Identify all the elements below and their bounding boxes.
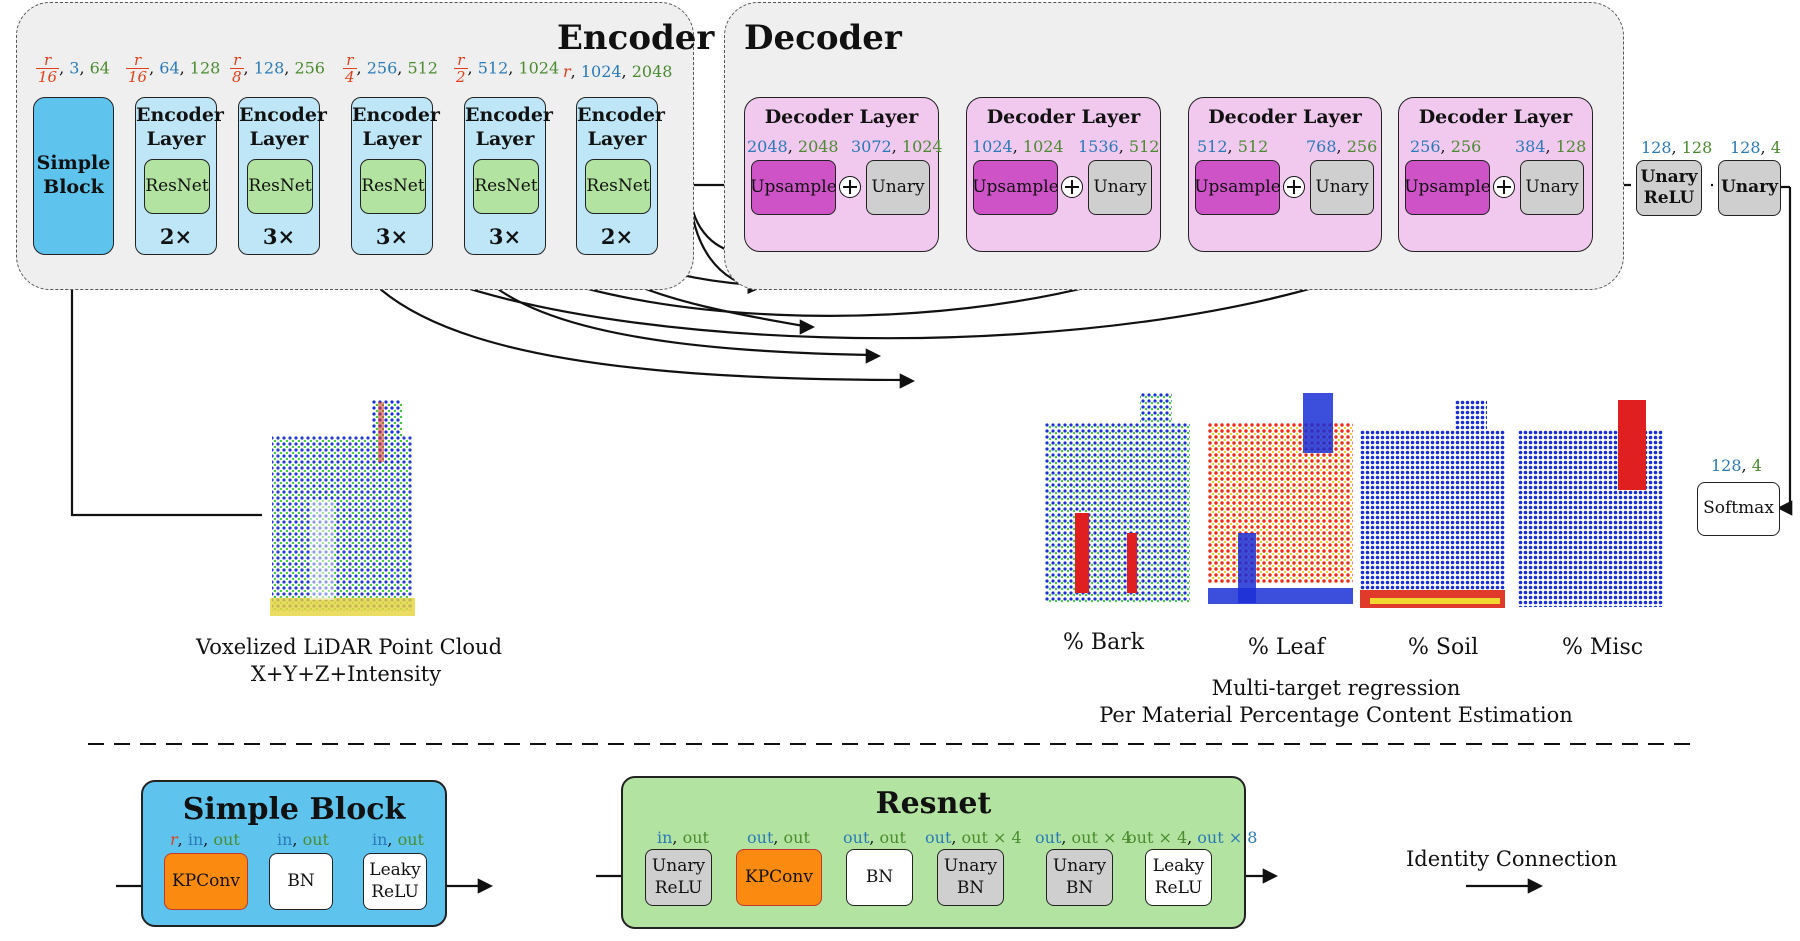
encoder-layer-5-multiplier: 2× — [600, 223, 634, 249]
decoder-layer-2-up-dims: 1024, 1024 — [972, 137, 1064, 156]
legend-kpconv-block: KPConv — [164, 853, 248, 910]
unary-block-2: Unary — [1088, 160, 1152, 215]
unary-block-1: Unary — [866, 160, 930, 215]
encoder-layer-2-multiplier: 3× — [262, 223, 296, 249]
encoder-layer-1-multiplier: 2× — [159, 223, 193, 249]
resnet-block-4: ResNet — [473, 159, 539, 214]
output-soil-cloud — [1360, 400, 1505, 608]
legend-resnet-d4: out, out × 4 — [925, 828, 1022, 847]
decoder-layer-4-up-dims: 256, 256 — [1410, 137, 1482, 156]
output-bark-cloud — [1045, 393, 1190, 603]
output-label-soil: % Soil — [1408, 635, 1479, 660]
upsample-block-3: Upsample — [1194, 160, 1281, 215]
resnet-block-3: ResNet — [360, 159, 426, 214]
decoder-layer-3-up-dims: 512, 512 — [1197, 137, 1269, 156]
resnet-block-5: ResNet — [585, 159, 651, 214]
legend-bn-block: BN — [269, 853, 333, 910]
decoder-layer-1-unary-dims: 3072, 1024 — [851, 137, 943, 156]
upsample-block-2: Upsample — [972, 160, 1059, 215]
softmax-block: Softmax — [1697, 482, 1780, 536]
output-label-bark: % Bark — [1063, 630, 1145, 655]
encoder-layer-3-multiplier: 3× — [375, 223, 409, 249]
legend-resnet-kpconv: KPConv — [736, 849, 822, 906]
decoder-layer-3-unary-dims: 768, 256 — [1306, 137, 1378, 156]
resnet-block-2: ResNet — [247, 159, 313, 214]
sum-node-2 — [1061, 176, 1083, 198]
legend-identity-label: Identity Connection — [1406, 847, 1618, 871]
output-label-leaf: % Leaf — [1248, 635, 1325, 660]
upsample-block-4: Upsample — [1404, 160, 1491, 215]
decoder-layer-1-up-dims: 2048, 2048 — [747, 137, 839, 156]
legend-bn-dims: in, out — [277, 830, 329, 849]
decoder-title: Decoder — [744, 18, 902, 58]
legend-resnet-d3: out, out — [843, 828, 906, 847]
output-leaf-cloud — [1208, 393, 1353, 604]
output-label-misc: % Misc — [1562, 635, 1644, 660]
decoder-layer-4-unary-dims: 384, 128 — [1515, 137, 1587, 156]
head-unary-dims: 128, 4 — [1730, 138, 1781, 157]
input-point-cloud — [270, 400, 415, 616]
sum-node-1 — [839, 176, 861, 198]
legend-resnet-bn: BN — [846, 849, 913, 906]
sum-node-3 — [1283, 176, 1305, 198]
head-unary-relu-dims: 128, 128 — [1641, 138, 1713, 157]
legend-resnet-panel: Resnet — [621, 776, 1246, 929]
legend-leaky-dims: in, out — [372, 830, 424, 849]
unary-block-4: Unary — [1520, 160, 1584, 215]
resnet-block-1: ResNet — [144, 159, 210, 214]
legend-resnet-d5: out, out × 4 — [1035, 828, 1132, 847]
output-misc-cloud — [1518, 400, 1663, 607]
decoder-layer-2-unary-dims: 1536, 512 — [1078, 137, 1160, 156]
sum-node-4 — [1493, 176, 1515, 198]
upsample-block-1: Upsample — [750, 160, 837, 215]
legend-resnet-d2: out, out — [747, 828, 810, 847]
head-unary-block: Unary — [1718, 160, 1781, 216]
softmax-dims: 128, 4 — [1711, 456, 1762, 475]
encoder-layer-4-multiplier: 3× — [488, 223, 522, 249]
legend-resnet-d6: out × 4, out × 8 — [1127, 828, 1258, 847]
encoder-layer-5-dims: r, 1024, 2048 — [563, 62, 673, 81]
legend-kpconv-dims: r, in, out — [170, 830, 240, 849]
unary-block-3: Unary — [1310, 160, 1374, 215]
encoder-title: Encoder — [557, 18, 715, 58]
legend-resnet-d1: in, out — [657, 828, 709, 847]
